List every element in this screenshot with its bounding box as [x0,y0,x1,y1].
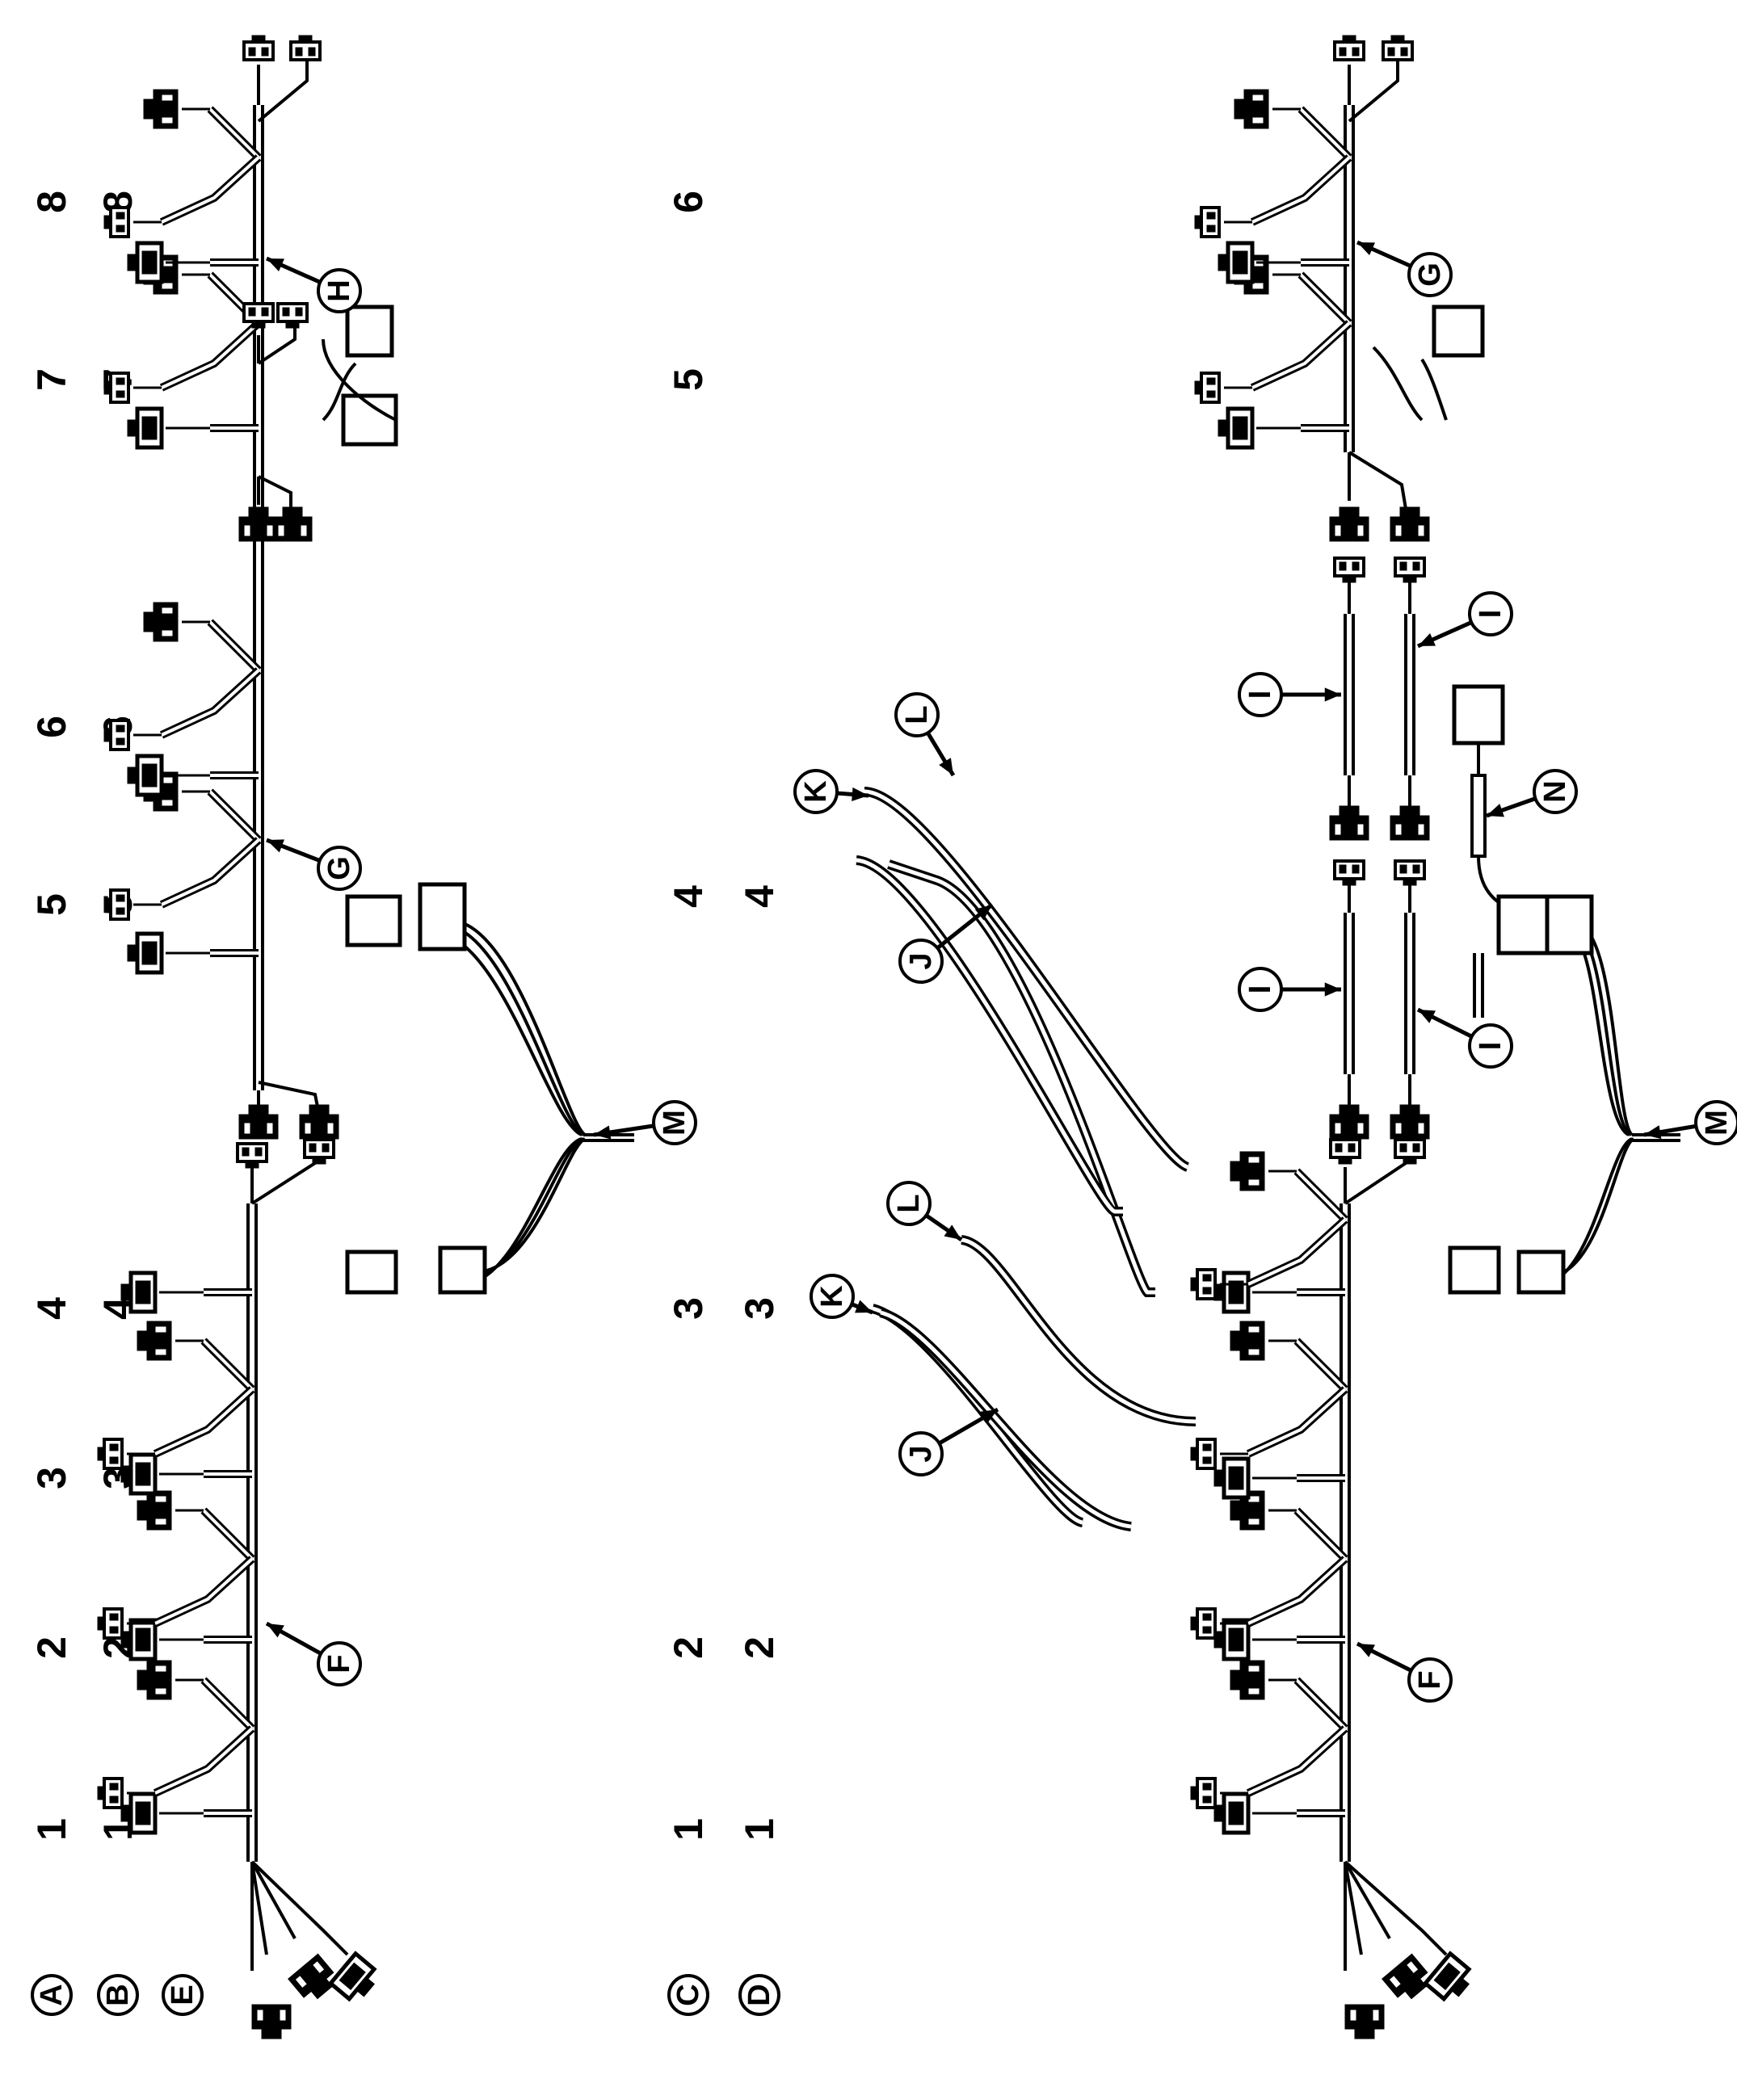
callout-letter: I [1474,610,1508,619]
lower-harness [855,34,1680,2039]
legend-label: A [35,1984,69,2006]
legend-circle-e: E [162,1974,204,2016]
legend-label: B [101,1984,135,2006]
callout-letter: F [322,1654,356,1673]
legend-circle-c: C [667,1974,709,2016]
callout-letter: J [904,952,938,969]
legend-upper: A B E [31,1974,204,2016]
callout-j: J [898,1407,999,1476]
callout-g: G [266,838,362,891]
callout-letter: J [904,1445,938,1462]
callout-f: F [1356,1641,1453,1703]
callout-n: N [1486,769,1578,818]
upper-round-plug [438,1245,487,1295]
row-number: 1 [666,1818,711,1841]
legend-circle-a: A [31,1974,73,2016]
row-number: 3 [29,1467,74,1489]
row-number: 5 [29,893,74,916]
legend-label: C [671,1984,705,2006]
row-number: 4 [666,885,711,908]
callout-letter: G [1413,262,1447,287]
callout-letter: I [1243,691,1277,699]
callout-l: L [886,1181,963,1242]
upper-end-connector [251,2004,292,2039]
callout-letter: I [1243,985,1277,994]
callout-i: I [1238,672,1341,717]
row-number: 2 [737,1636,782,1659]
legend-circle-b: B [97,1974,139,2016]
legend-lower: C D [667,1974,780,2016]
row-number: 2 [666,1636,711,1659]
callout-letter: K [799,780,833,803]
upper-harness [96,34,634,2039]
row-number: 6 [666,191,711,213]
row-number: 3 [737,1297,782,1320]
row-number: 3 [666,1297,711,1320]
callout-l: L [894,692,956,777]
callout-letter: G [322,856,356,880]
callout-k: K [810,1274,873,1319]
upper-round-plug [345,1250,398,1295]
lower-branches [1189,89,1352,1833]
callout-letter: L [892,1194,926,1212]
upper-round-plug [418,882,467,951]
callout-m: M [1643,1100,1737,1145]
callout-letter: N [1538,780,1572,802]
callout-k: K [793,769,869,814]
callout-i: I [1416,1007,1513,1069]
legend-label: E [166,1984,200,2005]
callout-g: G [1356,240,1453,297]
row-number: 1 [737,1818,782,1841]
row-number: 4 [29,1297,74,1320]
row-number: 4 [737,885,782,908]
upper-round-plug [345,304,394,358]
callout-letter: F [1413,1670,1447,1689]
callout-m: M [593,1100,697,1145]
upper-top-leads [257,57,309,123]
row-number: 7 [29,368,74,391]
callout-j: J [898,903,994,984]
jkl-cables [855,787,1197,1531]
callout-letter: K [815,1285,849,1308]
callout-h: H [265,256,362,313]
callout-letter: M [658,1110,692,1136]
callout-letter: M [1700,1110,1734,1136]
legend-label: D [742,1984,776,2006]
lower-end-leads [1344,1860,1448,1971]
legend-circle-d: D [738,1974,780,2016]
row-number: 6 [29,716,74,738]
upper-branches [96,89,262,1833]
row-number: 1 [29,1818,74,1841]
row-number: 8 [29,191,74,213]
row-number: 5 [666,368,711,391]
lower-i-segments [1344,614,1415,1074]
callout-i: I [1416,591,1513,649]
upper-round-plug [345,894,402,947]
callout-i: I [1238,967,1341,1012]
callout-letter: I [1474,1042,1508,1051]
callout-letter: L [900,705,934,724]
upper-m-cable [435,919,634,1287]
upper-end-leads [250,1860,349,1971]
callout-f: F [265,1621,362,1686]
callout-letter: H [322,279,356,301]
callouts: F G H M F G I I I I J J K K L L M N [265,240,1737,1703]
row-number: 2 [29,1636,74,1659]
